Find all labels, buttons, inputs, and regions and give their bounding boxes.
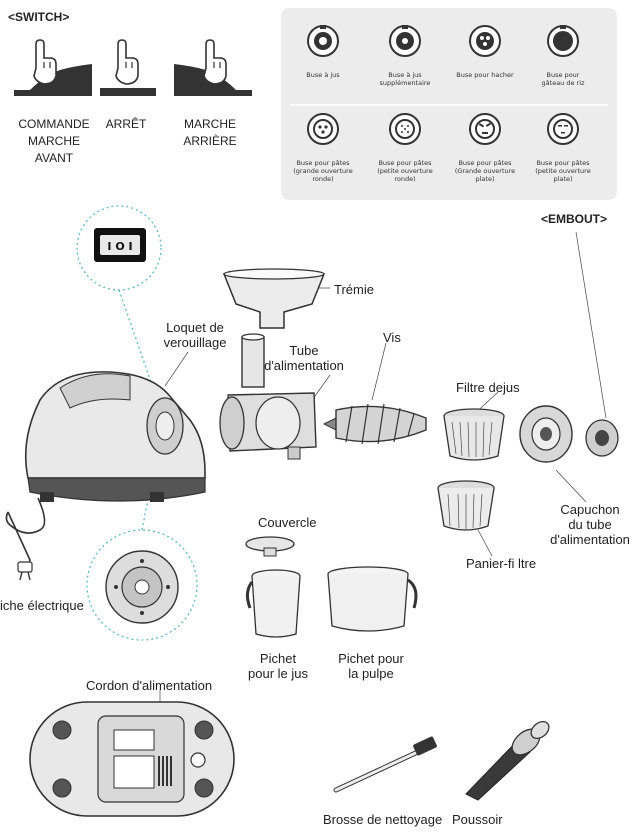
- label-filter-basket: Panier-fi ltre: [466, 556, 537, 571]
- nozzle-section-title: <EMBOUT>: [541, 212, 608, 226]
- pasta-large-flat-nozzle-label: Buse pour pâtes (Grande ouverture plate): [454, 159, 516, 183]
- label-hopper: Trémie: [334, 282, 374, 297]
- label-pusher: Poussoir: [452, 812, 503, 827]
- extra-juice-nozzle-icon: [389, 25, 421, 57]
- base-bottom-view-illustration: [29, 701, 235, 817]
- pasta-large-round-nozzle-icon: [307, 113, 339, 145]
- cleaning-brush-illustration: [333, 736, 437, 793]
- rice-cake-nozzle-label: Buse pour gâteau de riz: [541, 71, 585, 87]
- switch-title: <SWITCH>: [8, 10, 70, 24]
- svg-text:I O I: I O I: [107, 240, 132, 253]
- pasta-small-round-nozzle-icon: [389, 113, 421, 145]
- switch-forward-label: COMMANDE MARCHE AVANT: [18, 117, 90, 165]
- pasta-small-flat-nozzle-icon: [547, 113, 579, 145]
- label-pulp-jug: Pichet pour la pulpe: [338, 651, 404, 681]
- juice-nozzle-label: Buse à jus: [306, 71, 340, 79]
- switch-off-icon: [100, 39, 156, 96]
- filter-basket-illustration: [437, 480, 495, 531]
- power-switch-icon: I O I: [94, 228, 146, 262]
- switch-reverse-icon: [174, 39, 252, 96]
- juice-filter-illustration: [443, 408, 505, 461]
- label-screw: Vis: [383, 330, 401, 345]
- pasta-large-flat-nozzle-icon: [469, 113, 501, 145]
- nozzle-panel-divider: [290, 104, 608, 106]
- extra-juice-nozzle-label: Buse à jus supplémentaire: [379, 71, 431, 87]
- label-feed-tube: Tube d'alimentation: [264, 343, 344, 373]
- pusher-illustration: [465, 720, 550, 801]
- label-feed-tube-cap: Capuchon du tube d'alimentation: [550, 502, 630, 547]
- switch-reverse-label: MARCHE ARRIÈRE: [183, 117, 237, 148]
- nozzle-attachment-illustration: [585, 419, 619, 457]
- juice-jug-illustration: [245, 569, 301, 638]
- juice-nozzle-icon: [307, 25, 339, 57]
- label-lid: Couvercle: [258, 515, 317, 530]
- label-locking-latch: Loquet de verouillage: [163, 320, 227, 350]
- hopper-illustration: [222, 268, 326, 329]
- screw-illustration: [322, 403, 427, 445]
- switch-off-label: ARRÊT: [105, 117, 147, 131]
- label-power-plug: iche électrique: [0, 598, 84, 613]
- pasta-small-round-nozzle-label: Buse pour pâtes (petite ouverture ronde): [377, 159, 433, 183]
- juicer-body-illustration: [5, 371, 206, 581]
- rice-cake-nozzle-icon: [547, 25, 579, 57]
- lid-illustration: [245, 536, 295, 557]
- label-juice-filter: Filtre dejus: [456, 380, 520, 395]
- feed-tube-cap-illustration: [519, 405, 573, 463]
- feed-tube-chamber-illustration: [219, 333, 317, 460]
- pasta-small-flat-nozzle-label: Buse pour pâtes (petite ouverture plate): [535, 159, 591, 183]
- mincing-nozzle-icon: [469, 25, 501, 57]
- label-cleaning-brush: Brosse de nettoyage: [323, 812, 443, 827]
- label-juice-jug: Pichet pour le jus: [248, 651, 308, 681]
- switch-forward-icon: [14, 39, 92, 96]
- pulp-jug-illustration: [327, 566, 418, 632]
- drive-coupling-illustration: [105, 550, 179, 624]
- label-power-cord: Cordon d'alimentation: [86, 678, 213, 693]
- pasta-large-round-nozzle-label: Buse pour pâtes (grande ouverture ronde): [293, 159, 353, 183]
- mincing-nozzle-label: Buse pour hacher: [456, 71, 514, 79]
